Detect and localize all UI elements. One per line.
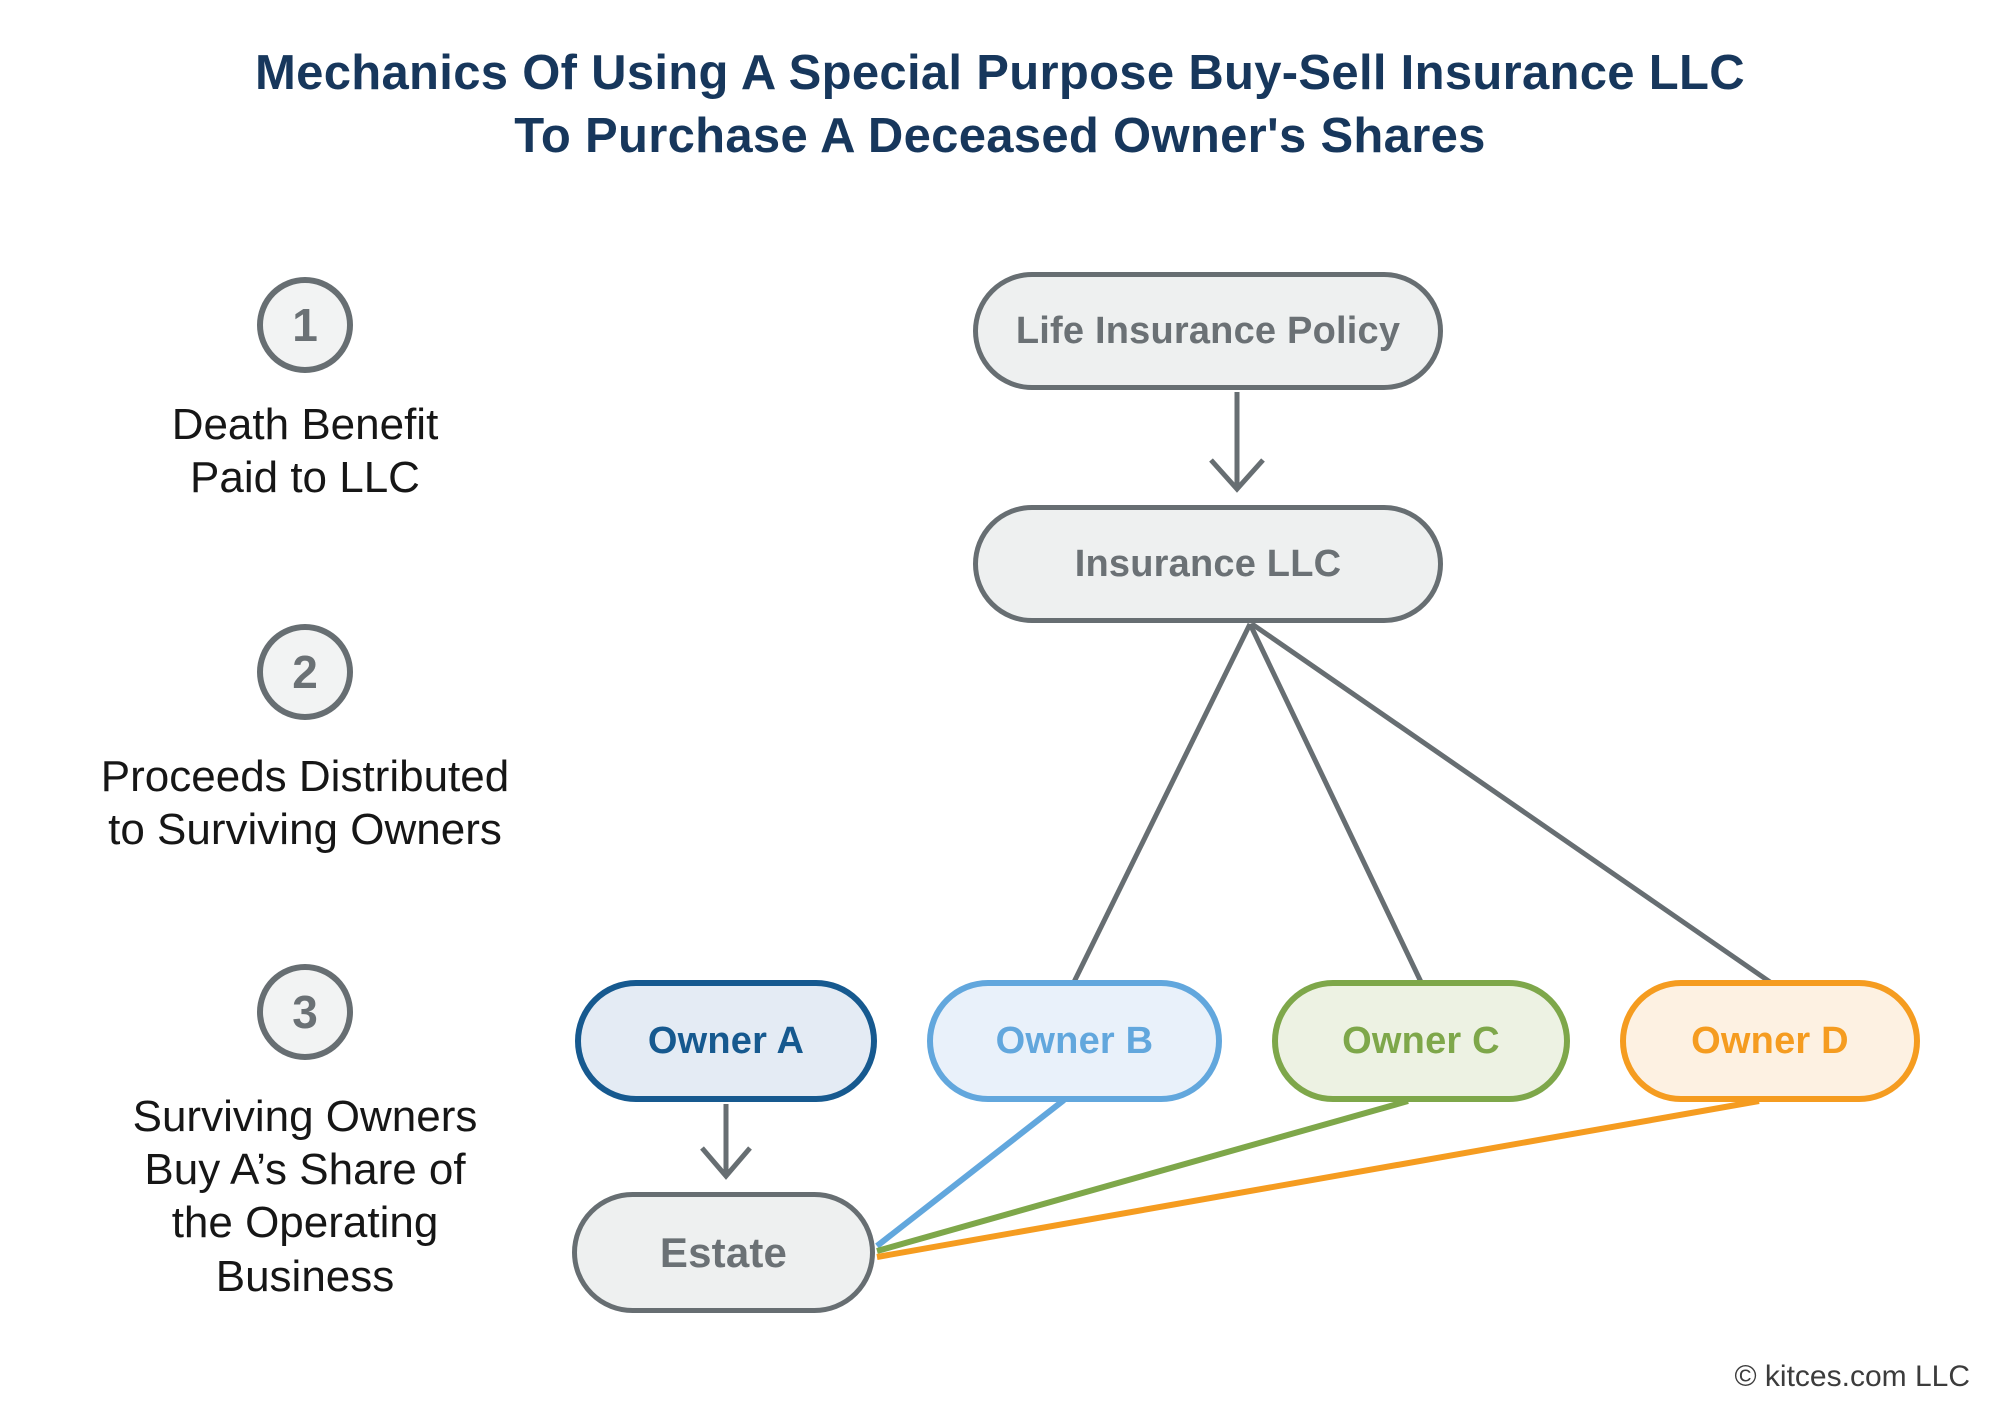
node-owner-d-label: Owner D: [1691, 1019, 1849, 1062]
connector-llc-to-owner-b: [1071, 622, 1253, 984]
title-line-2: To Purchase A Deceased Owner's Shares: [514, 108, 1486, 163]
arrow-down-icon: [700, 1146, 752, 1180]
node-life-insurance-policy: Life Insurance Policy: [973, 272, 1443, 390]
step-1-caption: Death Benefit Paid to LLC: [171, 400, 439, 503]
node-insurance-llc: Insurance LLC: [973, 505, 1443, 623]
connector-llc-to-owner-c: [1247, 622, 1424, 984]
node-owner-d: Owner D: [1620, 980, 1920, 1102]
arrow-down-icon: [1209, 458, 1265, 493]
connector-owner-b-to-estate: [875, 1097, 1066, 1249]
step-3-caption: Surviving Owners Buy A’s Share of the Op…: [132, 1092, 478, 1301]
node-insurance-llc-label: Insurance LLC: [1074, 542, 1342, 585]
connector-owner-d-to-estate: [876, 1098, 1760, 1260]
node-owner-b: Owner B: [927, 980, 1222, 1102]
step-1-number: 1: [292, 299, 318, 351]
step-3-badge: 3: [257, 964, 353, 1060]
node-owner-a-label: Owner A: [647, 1019, 805, 1062]
node-estate-label: Estate: [659, 1228, 788, 1276]
node-owner-a: Owner A: [575, 980, 877, 1102]
step-2-badge: 2: [257, 624, 353, 720]
step-3-number: 3: [292, 986, 318, 1038]
node-life-insurance-policy-label: Life Insurance Policy: [1015, 309, 1401, 352]
copyright: © kitces.com LLC: [1734, 1360, 1970, 1393]
page-title: Mechanics Of Using A Special Purpose Buy…: [0, 42, 2000, 167]
node-owner-c-label: Owner C: [1342, 1019, 1500, 1062]
step-1-badge: 1: [257, 277, 353, 373]
connector-llc-to-owner-d: [1250, 621, 1772, 985]
node-estate: Estate: [572, 1192, 875, 1313]
node-owner-b-label: Owner B: [995, 1019, 1154, 1062]
step-2-number: 2: [292, 646, 318, 698]
title-line-1: Mechanics Of Using A Special Purpose Buy…: [255, 46, 1745, 100]
node-owner-c: Owner C: [1272, 980, 1570, 1102]
step-2-caption: Proceeds Distributed to Surviving Owners: [100, 752, 510, 855]
connector-owner-c-to-estate: [876, 1098, 1409, 1254]
